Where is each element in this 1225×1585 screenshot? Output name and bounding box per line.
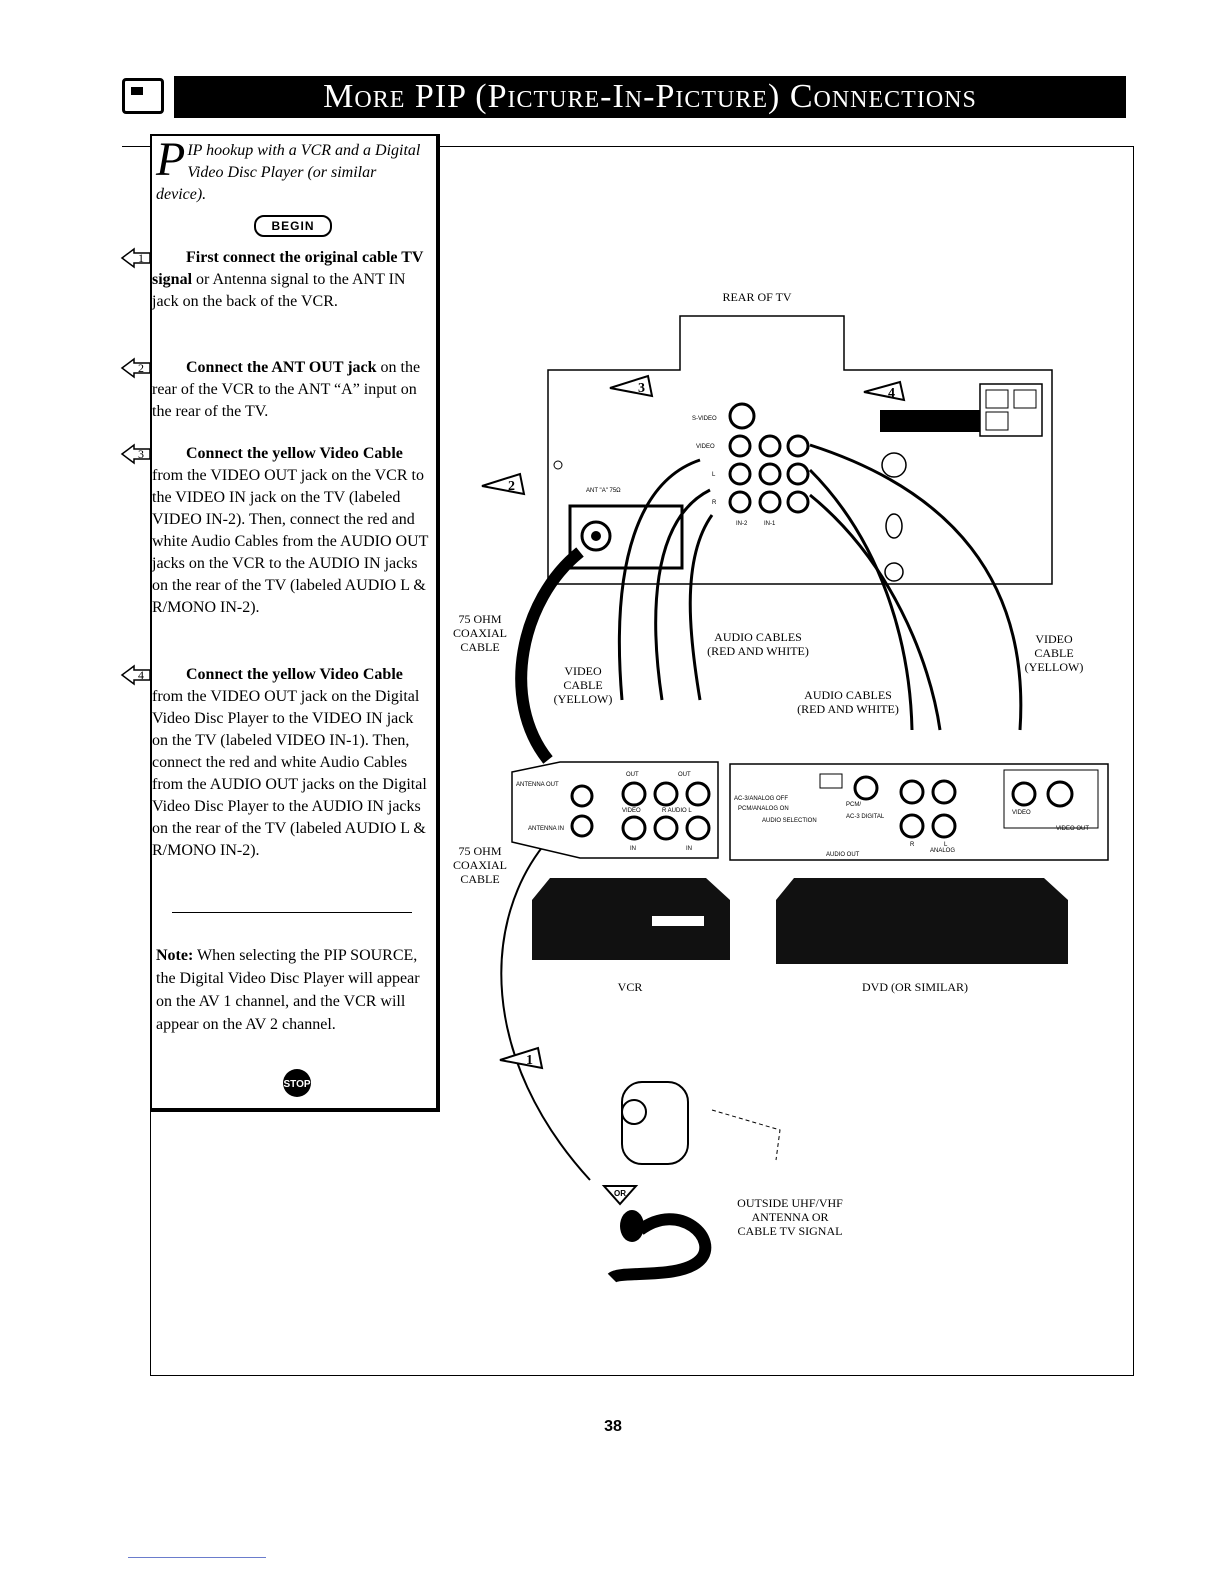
step-1: 1 First connect the original cable TV sig… [120,247,432,313]
rear-of-tv-label: REAR OF TV [722,290,792,304]
svg-text:2: 2 [508,479,515,494]
note-text: When selecting the PIP SOURCE, the Digit… [156,947,420,1033]
step-4-text: from the VIDEO OUT jack on the Digital V… [152,688,427,859]
intro-body: IP hookup with a VCR and a Digital Video… [156,142,421,203]
tv-in2-label: IN-2 [736,521,748,527]
dvd-r-label: R [910,842,915,848]
dvd-video-label: VIDEO [1012,810,1031,816]
antenna-assembly [607,1081,781,1284]
step-3-bold: Connect the yellow Video Cable [186,445,403,462]
note: Note: When selecting the PIP SOURCE, the… [156,944,426,1036]
step-3-text: from the VIDEO OUT jack on the VCR to th… [152,467,429,616]
step-2: 2 Connect the ANT OUT jack on the rear of… [120,357,432,423]
svg-text:4: 4 [888,386,895,401]
vcr-back-panel [511,761,719,859]
step-4-bold: Connect the yellow Video Cable [186,666,403,683]
frame-rule [122,146,150,147]
vcr-out-label-2: OUT [678,772,691,778]
or-badge: OR [601,1185,639,1206]
footer-link-underline [128,1557,266,1558]
intro-dropcap: P [156,133,186,186]
svg-text:STOP: STOP [283,1079,310,1090]
tv-svideo-label: S-VIDEO [692,416,717,422]
dvd-video-out-label: VIDEO OUT [1056,826,1089,832]
dvd-pcm-label: PCM/ANALOG ON [738,806,789,812]
step-1-marker: 1 [120,247,186,269]
vcr-antenna-in-label: ANTENNA IN [528,826,564,832]
dvd-analog-label: ANALOG [930,848,955,854]
tv-video-label: VIDEO [696,444,715,450]
vcr-out-label-1: OUT [626,772,639,778]
tv-ant-a-label: ANT "A" 75Ω [586,488,621,494]
step-marker-2: 2 [481,472,526,496]
step-marker-3: 3 [609,374,654,398]
vcr-in-label-1: IN [630,846,636,852]
instruction-panel [150,134,440,1112]
step-2-bold: Connect the ANT OUT jack [186,359,377,376]
dvd-pcm2-label: PCM/ [846,802,861,808]
step-2-text: on the rear of the VCR to the ANT “A” in… [152,359,421,420]
step-4: 4 Connect the yellow Video Cable from the… [120,664,432,862]
dvd-ac3-digital-label: AC-3 DIGITAL [846,814,885,820]
dvd-ac3-label: AC-3/ANALOG OFF [734,796,788,802]
dvd-back-panel [729,763,1109,861]
svg-text:2: 2 [138,361,144,375]
stop-icon: STOP [283,1069,311,1097]
dvd-l-label: L [944,842,948,848]
audio-cables-label-top: AUDIO CABLES(RED AND WHITE) [707,630,809,658]
step-marker-4: 4 [863,380,906,402]
vcr-antenna-out-label: ANTENNA OUT [516,782,559,788]
svg-text:OR: OR [614,1189,626,1198]
begin-badge: BEGIN [254,215,332,237]
tv-screen-icon [122,78,164,114]
vcr-audio-label: R AUDIO L [662,808,692,814]
step-1-text: or Antenna signal to the ANT IN jack on … [152,271,406,310]
step-3-marker: 3 [120,443,186,465]
dvd-label: DVD (OR SIMILAR) [862,980,968,994]
cables [500,443,1023,1181]
page-title: More PIP (Picture-In-Picture) Connection… [174,76,1126,118]
svg-text:3: 3 [638,381,645,396]
vcr-in-label-2: IN [686,846,692,852]
vcr-unit [532,878,730,960]
note-divider [172,912,412,913]
note-label: Note: [156,947,194,964]
tv-in1-label: IN-1 [764,521,776,527]
vcr-video-label: VIDEO [622,808,641,814]
step-3: 3 Connect the yellow Video Cable from the… [120,443,432,619]
tv-r-label: R [712,500,717,506]
dvd-unit [776,878,1068,964]
tv-rear-panel [547,315,1053,585]
vcr-label: VCR [617,980,643,994]
audio-cables-label-mid: AUDIO CABLES(RED AND WHITE) [797,688,899,716]
svg-text:3: 3 [138,447,144,461]
step-marker-1: 1 [499,1046,544,1070]
step-1-bold: First connect the original cable TV sign… [152,249,424,288]
svg-text:1: 1 [526,1053,533,1068]
svg-text:1: 1 [138,251,144,265]
page-header: More PIP (Picture-In-Picture) Connection… [122,76,1126,118]
page-number: 38 [604,1418,622,1435]
svg-text:4: 4 [138,668,144,682]
tv-l-label: L [712,472,716,478]
step-4-marker: 4 [120,664,186,686]
step-2-marker: 2 [120,357,186,379]
dvd-audio-selection-label: AUDIO SELECTION [762,818,817,824]
dvd-audio-out-label: AUDIO OUT [826,852,860,858]
tv-rca-jacks [728,434,810,514]
